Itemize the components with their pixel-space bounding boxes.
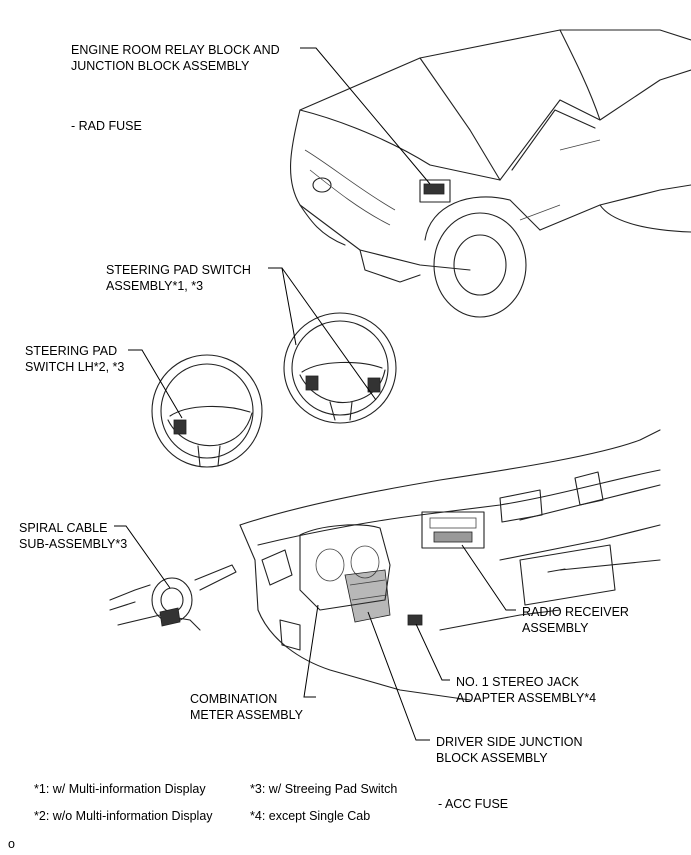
engine-room-relay-label-line2: JUNCTION BLOCK ASSEMBLY	[71, 59, 250, 73]
vehicle-drawing	[289, 29, 691, 318]
steering-pad-switch-label-line2: ASSEMBLY*1, *3	[106, 279, 204, 293]
footnote-2: *2: w/o Multi-information Display	[34, 809, 213, 823]
engine-room-relay-label: ENGINE ROOM RELAY BLOCK AND JUNCTION BLO…	[71, 42, 280, 74]
footnote-4: *4: except Single Cab	[250, 809, 371, 823]
radio-receiver-label-line1: RADIO RECEIVER	[522, 605, 629, 619]
steering-pad-switch-label: STEERING PAD SWITCH ASSEMBLY*1, *3	[106, 262, 251, 294]
spiral-cable-drawing	[109, 564, 237, 631]
spiral-cable-label-line1: SPIRAL CABLE	[19, 521, 108, 535]
spiral-cable-label: SPIRAL CABLE SUB-ASSEMBLY*3	[19, 520, 127, 552]
steering-wheel-right	[283, 312, 397, 424]
steering-pad-lh-label-line1: STEERING PAD	[25, 344, 118, 358]
radio-receiver-label-line2: ASSEMBLY	[522, 621, 589, 635]
corner-mark: o	[8, 837, 15, 851]
steering-pad-lh-label: STEERING PAD SWITCH LH*2, *3	[25, 343, 124, 375]
engine-room-relay-label-line1: ENGINE ROOM RELAY BLOCK AND	[71, 43, 280, 57]
stereo-jack-label-line1: NO. 1 STEREO JACK	[456, 675, 579, 689]
leader-lines	[114, 47, 516, 741]
combination-meter-label: COMBINATION METER ASSEMBLY	[190, 691, 303, 723]
spiral-cable-label-line2: SUB-ASSEMBLY*3	[19, 537, 128, 551]
combination-meter-label-line2: METER ASSEMBLY	[190, 708, 303, 722]
radio-receiver-label: RADIO RECEIVER ASSEMBLY	[522, 604, 629, 636]
driver-side-junction-label-line1: DRIVER SIDE JUNCTION	[436, 735, 583, 749]
footnote-1: *1: w/ Multi-information Display	[34, 782, 206, 796]
stereo-jack-label-line2: ADAPTER ASSEMBLY*4	[456, 691, 597, 705]
driver-side-junction-label-line2: BLOCK ASSEMBLY	[436, 751, 548, 765]
dashboard-drawing	[239, 429, 661, 701]
driver-side-junction-label: DRIVER SIDE JUNCTION BLOCK ASSEMBLY	[436, 734, 583, 766]
steering-pad-lh-label-line2: SWITCH LH*2, *3	[25, 360, 125, 374]
footnote-3: *3: w/ Streeing Pad Switch	[250, 782, 398, 796]
stereo-jack-label: NO. 1 STEREO JACK ADAPTER ASSEMBLY*4	[456, 674, 596, 706]
steering-pad-switch-label-line1: STEERING PAD SWITCH	[106, 263, 251, 277]
steering-wheel-left	[151, 354, 263, 468]
acc-fuse-label: - ACC FUSE	[438, 797, 509, 811]
combination-meter-label-line1: COMBINATION	[190, 692, 278, 706]
rad-fuse-label: - RAD FUSE	[71, 119, 142, 133]
